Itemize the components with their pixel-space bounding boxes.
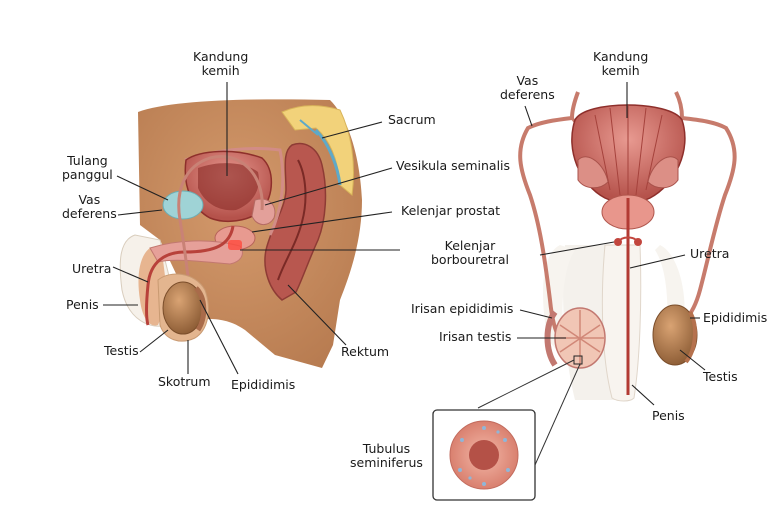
leader-uretra-right xyxy=(629,254,686,269)
label-epididimis-left: Epididimis xyxy=(231,377,296,392)
front-bladder-lines xyxy=(594,105,663,198)
vas-deferens-tube xyxy=(177,155,264,296)
leader-vesikula xyxy=(264,167,393,206)
leader-vas-deferens-right xyxy=(524,105,533,127)
label-testis-right: Testis xyxy=(703,369,738,384)
urethra-line xyxy=(145,225,235,326)
label-irisan-testis: Irisan testis xyxy=(439,329,512,344)
tubule-cells xyxy=(458,426,510,486)
leader-irisan-epididimis xyxy=(519,309,553,319)
front-bulbourethral-link xyxy=(617,236,639,243)
label-skotrum: Skotrum xyxy=(158,374,211,389)
front-vas-left xyxy=(518,91,580,341)
sacrum-bone xyxy=(281,105,354,196)
sagittal-view xyxy=(119,99,362,368)
front-testis-right xyxy=(652,304,698,366)
seminal-vesicle xyxy=(251,198,276,225)
label-irisan-epididimis: Irisan epididimis xyxy=(411,301,514,316)
sacrum-stripe-2 xyxy=(299,119,319,136)
leader-sacrum xyxy=(321,121,383,139)
rectum-shape xyxy=(264,142,327,301)
label-uretra-right: Uretra xyxy=(690,246,730,261)
label-kelenjar-prostat: Kelenjar prostat xyxy=(401,203,501,218)
leader-uretra-left xyxy=(112,266,149,283)
leader-epididimis-left xyxy=(199,299,239,375)
leader-lines xyxy=(103,82,706,406)
inset-connector-left xyxy=(477,359,575,409)
leader-vas-deferens-left xyxy=(117,209,163,216)
leader-rektum xyxy=(287,284,347,346)
label-epididimis-right: Epididimis xyxy=(703,310,768,325)
label-rektum: Rektum xyxy=(341,344,390,359)
tubule-lumen xyxy=(469,440,499,470)
bladder-inner xyxy=(198,163,259,211)
front-seminal-left xyxy=(577,156,609,189)
label-testis-left: Testis xyxy=(104,343,139,358)
label-uretra-left: Uretra xyxy=(72,261,112,276)
leader-testis-left xyxy=(139,329,169,353)
frontal-view xyxy=(432,91,737,501)
leader-borbouretral-right xyxy=(539,241,615,256)
pubic-bone xyxy=(162,190,204,220)
label-vesikula-seminalis: Vesikula seminalis xyxy=(396,158,511,173)
front-seminal-right xyxy=(647,156,679,189)
testis-lobules xyxy=(556,310,604,366)
label-sacrum: Sacrum xyxy=(388,112,436,127)
leader-testis-right xyxy=(679,349,706,371)
label-penis-left: Penis xyxy=(66,297,99,312)
front-epididymis-right xyxy=(684,310,697,364)
leader-penis-right xyxy=(631,384,655,406)
sacrum-stripe xyxy=(314,128,342,186)
bulbourethral-highlight xyxy=(228,240,242,250)
front-penis xyxy=(601,244,642,402)
front-thigh-left xyxy=(543,245,575,360)
front-vas-right xyxy=(674,91,737,322)
inset-connector-right xyxy=(534,363,581,466)
label-penis-right: Penis xyxy=(652,408,685,423)
leader-tulang-panggul xyxy=(116,175,169,201)
rectum-inner xyxy=(277,159,307,281)
leader-prostat xyxy=(251,211,393,233)
